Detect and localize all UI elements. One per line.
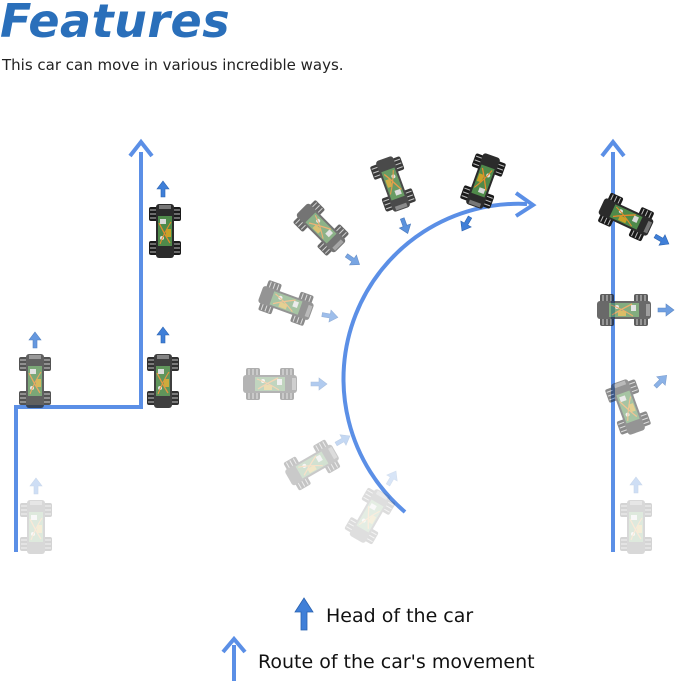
- left-path-cars: [18, 180, 182, 555]
- legend-head-icon: [294, 597, 314, 631]
- head-of-car-arrow-icon: [320, 308, 340, 324]
- head-of-car-arrow-icon: [310, 377, 328, 391]
- robot-car-icon: [596, 293, 652, 327]
- head-of-car-arrow-icon: [629, 476, 643, 494]
- robot-car-icon: [146, 353, 180, 409]
- legend-route-icon: [221, 635, 247, 681]
- head-of-car-arrow-icon: [28, 331, 42, 349]
- legend-route-label: Route of the car's movement: [258, 651, 535, 673]
- robot-car-icon: [148, 203, 182, 259]
- robot-car-icon: [619, 499, 653, 555]
- head-of-car-arrow-icon: [382, 467, 402, 489]
- robot-car-icon: [242, 367, 298, 401]
- head-of-car-arrow-icon: [332, 430, 354, 450]
- robot-car-icon: [18, 353, 52, 409]
- page-title: Features: [0, 0, 231, 48]
- robot-car-icon: [279, 436, 345, 494]
- head-of-car-arrow-icon: [156, 326, 170, 344]
- robot-car-icon: [594, 190, 658, 244]
- head-of-car-arrow-icon: [156, 180, 170, 198]
- robot-car-icon: [19, 499, 53, 555]
- head-of-car-arrow-icon: [651, 230, 673, 250]
- robot-car-icon: [458, 149, 508, 213]
- right-path-cars: [594, 190, 675, 555]
- robot-car-icon: [254, 278, 318, 328]
- route-arc: [341, 191, 537, 514]
- robot-car-icon: [368, 152, 418, 216]
- head-of-car-arrow-icon: [342, 250, 364, 270]
- head-of-car-arrow-icon: [396, 216, 414, 236]
- robot-car-icon: [289, 196, 353, 260]
- page-subtitle: This car can move in various incredible …: [2, 56, 344, 74]
- route-left: [14, 138, 154, 552]
- head-of-car-arrow-icon: [456, 213, 476, 235]
- head-of-car-arrow-icon: [650, 370, 672, 392]
- head-of-car-arrow-icon: [657, 303, 675, 317]
- head-of-car-arrow-icon: [29, 477, 43, 495]
- legend-head-label: Head of the car: [326, 605, 474, 627]
